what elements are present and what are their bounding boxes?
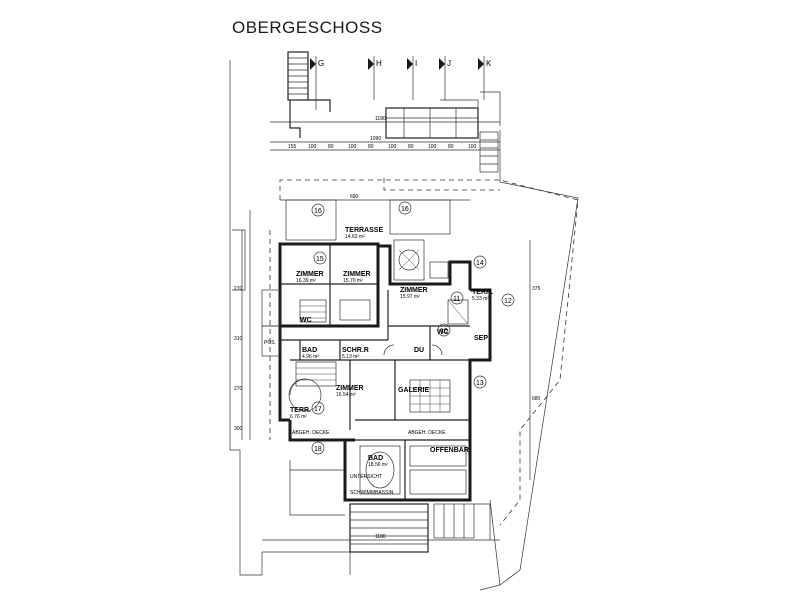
room-du: DU — [414, 347, 424, 354]
room-terrasse-area: 14.63 m² — [345, 234, 365, 240]
pos-num-8: 17 — [314, 406, 322, 413]
room-zimmer-1-area: 16.39 m² — [296, 278, 316, 284]
room-bad-2: BAD — [368, 455, 383, 462]
pos-num-4: 11 — [453, 296, 460, 303]
top-stair — [287, 51, 309, 101]
plot-boundary — [229, 60, 351, 576]
pos-num-2: 15 — [316, 256, 324, 263]
dim-seg-1: 100 — [308, 144, 317, 150]
room-wc-2: WC — [437, 329, 449, 336]
axis-marker-j: J — [439, 56, 451, 100]
dim-right-1: 680 — [532, 396, 541, 402]
axis-label-i: I — [415, 59, 417, 68]
dim-left-1: 310 — [234, 336, 243, 342]
dim-seg-8: 80 — [448, 144, 454, 150]
annotation-ceiling-1: ABGEH. DECKE — [292, 430, 330, 436]
position-markers: 16 16 15 14 11 12 10 13 17 18 — [311, 201, 515, 455]
room-labels: TERRASSE 14.63 m² ZIMMER 16.39 m² ZIMMER… — [290, 227, 493, 468]
axis-marker-h: H — [368, 56, 382, 100]
room-galerie: GALERIE — [398, 387, 429, 394]
dim-bottom: 1180 — [375, 534, 386, 540]
dim-top-3: 690 — [350, 194, 359, 200]
pos-num-0: 16 — [314, 208, 322, 215]
room-zimmer-2-area: 15.70 m² — [343, 278, 363, 284]
dim-top-1: 1180 — [375, 116, 386, 122]
dim-seg-5: 100 — [388, 144, 397, 150]
room-zimmer-3-area: 15.97 m² — [400, 294, 420, 300]
parcel-line — [479, 130, 579, 591]
room-terr-2: TERR. — [290, 407, 311, 414]
dim-left-2: 270 — [234, 386, 243, 392]
room-zimmer-4: ZIMMER — [336, 385, 364, 392]
room-wc-1: WC — [300, 317, 312, 324]
axis-label-g: G — [318, 59, 324, 68]
side-dimensions: 270 310 270 300 375 680 — [234, 230, 541, 480]
bottom-stair — [289, 460, 491, 553]
pos-num-9: 18 — [314, 446, 322, 453]
dim-top-2: 1090 — [370, 136, 381, 142]
annotation-ceiling-2: ABGEH. DECKE — [408, 430, 446, 436]
dim-seg-6: 80 — [408, 144, 414, 150]
dim-right-0: 375 — [532, 286, 541, 292]
annotation-pool: SCHWIMMBASSIN — [350, 490, 394, 496]
pos-num-5: 12 — [504, 298, 512, 305]
room-terrasse: TERRASSE — [345, 227, 383, 234]
room-bad-1: BAD — [302, 347, 317, 354]
annotation-underside: UNTERSICHT — [350, 474, 382, 480]
room-terr-1: TERR. — [472, 289, 493, 296]
axis-label-j: J — [447, 59, 451, 68]
room-bad-2-area: 18.56 m² — [368, 462, 388, 468]
room-zimmer-4-area: 16.54 m² — [336, 392, 356, 398]
interior-details — [261, 199, 469, 495]
dim-seg-3: 100 — [348, 144, 357, 150]
room-bad-1-area: 4.96 m² — [302, 354, 319, 360]
annotations: SCHWIMMBASSIN ABGEH. DECKE ABGEH. DECKE … — [264, 340, 446, 496]
pos-num-7: 13 — [476, 380, 484, 387]
room-zimmer-2: ZIMMER — [343, 271, 371, 278]
room-schrank-area: 5.13 m² — [342, 354, 359, 360]
dim-left-3: 300 — [234, 426, 243, 432]
dim-seg-0: 155 — [288, 144, 297, 150]
axis-marker-k: K — [478, 56, 492, 100]
room-sep: SEP — [474, 335, 488, 342]
pos-num-6: 10 — [440, 328, 448, 335]
pos-num-1: 16 — [401, 206, 409, 213]
dim-seg-4: 80 — [368, 144, 374, 150]
top-structure — [289, 91, 501, 173]
axis-markers: G H I J K — [310, 56, 492, 110]
dim-seg-2: 80 — [328, 144, 334, 150]
dim-seg-7: 100 — [428, 144, 437, 150]
page-title: OBERGESCHOSS — [232, 18, 383, 37]
room-zimmer-1: ZIMMER — [296, 271, 324, 278]
axis-marker-i: I — [407, 56, 417, 100]
room-terr-1-area: 5.33 m² — [472, 296, 489, 302]
axis-label-h: H — [376, 59, 382, 68]
pos-num-3: 14 — [476, 260, 484, 267]
annotation-pos: POS. — [264, 340, 276, 346]
room-schrank: SCHR.R — [342, 347, 369, 354]
axis-label-k: K — [486, 59, 492, 68]
bottom-dimensions: 1180 — [262, 534, 500, 541]
room-zimmer-3: ZIMMER — [400, 287, 428, 294]
axis-marker-g: G — [310, 56, 324, 110]
dashed-outline — [269, 178, 579, 526]
top-dimensions: 1180 1090 155 100 80 100 80 100 80 100 8… — [270, 116, 500, 201]
room-offenbar: OFFENBAR — [430, 447, 469, 454]
room-terr-2-area: 6.76 m² — [290, 414, 307, 420]
dim-left-0: 270 — [234, 286, 243, 292]
dim-seg-9: 100 — [468, 144, 477, 150]
